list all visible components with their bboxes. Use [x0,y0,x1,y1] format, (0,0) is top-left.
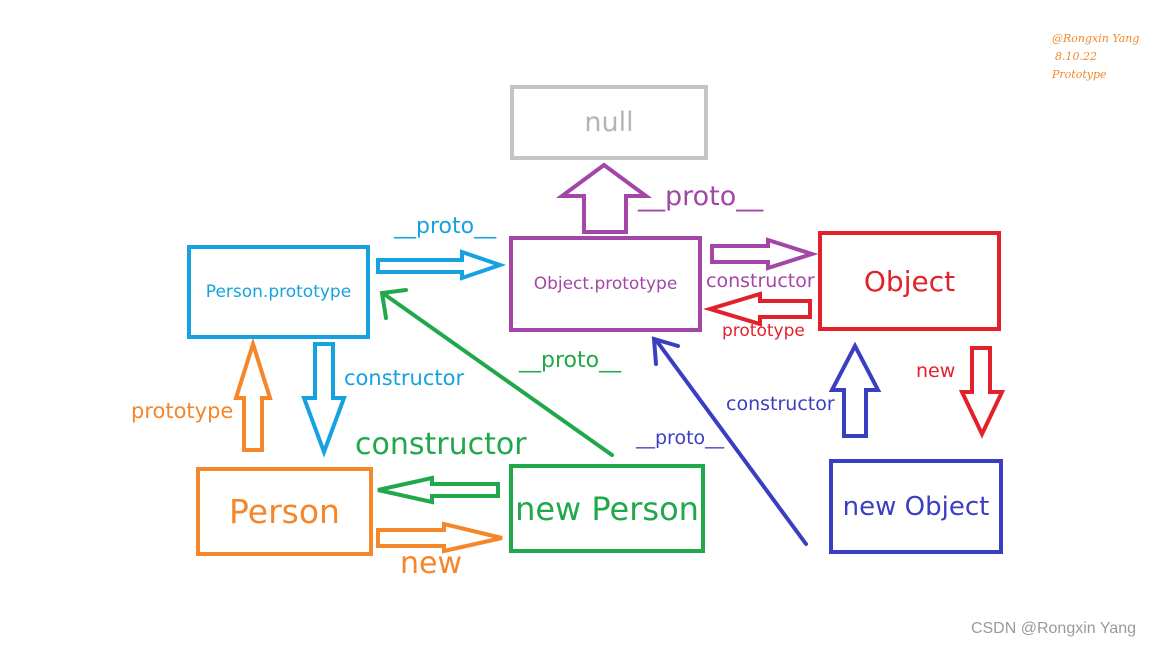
arrow-objproto-to-null [555,162,653,234]
node-object-label: Object [863,264,956,298]
arrow-pp-to-person [301,342,347,458]
node-object-prototype-label: Object.prototype [533,274,678,294]
label-pp-to-objproto: __proto__ [394,214,497,239]
label-newperson-constructor: constructor [355,427,527,462]
arrow-pp-to-objproto [376,249,507,281]
arrow-newperson-proto [382,292,614,457]
node-object-prototype: Object.prototype [509,236,702,332]
arrow-person-prototype [233,337,273,452]
signature-topic: Prototype [1052,68,1107,81]
node-new-person: new Person [509,464,705,553]
arrow-object-new [958,346,1006,439]
node-object: Object [818,231,1001,331]
signature-author: @Rongxin Yang [1052,32,1140,45]
node-new-person-label: new Person [515,489,699,528]
label-pp-constructor: constructor [344,366,465,390]
node-null-label: null [584,107,634,138]
node-person-label: Person [229,492,340,531]
watermark: CSDN @Rongxin Yang [970,620,1136,637]
label-objproto-constructor: constructor [706,270,815,292]
label-newobject-proto: __proto__ [636,427,725,449]
node-new-object: new Object [829,459,1003,554]
label-object-prototype: prototype [722,321,805,341]
node-null: null [510,85,708,160]
label-newobject-constructor: constructor [726,393,835,415]
label-person-prototype: prototype [131,399,234,423]
node-new-object-label: new Object [842,491,990,522]
arrow-person-new [376,521,503,554]
author-signature: @Rongxin Yang 8.10.22 Prototype [1052,30,1139,84]
arrow-newobject-constructor [828,341,882,438]
label-objproto-to-null: __proto__ [638,181,764,212]
arrow-objproto-to-object [710,237,819,271]
node-person: Person [196,467,373,556]
label-object-new: new [916,360,956,382]
arrow-newperson-constructor [377,475,500,505]
label-person-new: new [400,546,463,581]
label-newperson-proto: __proto__ [519,348,622,373]
node-person-prototype-label: Person.prototype [205,282,352,302]
arrow-newobject-proto [654,338,808,546]
arrow-object-to-objproto [703,291,812,327]
node-person-prototype: Person.prototype [187,245,370,339]
signature-date: 8.10.22 [1055,50,1097,63]
